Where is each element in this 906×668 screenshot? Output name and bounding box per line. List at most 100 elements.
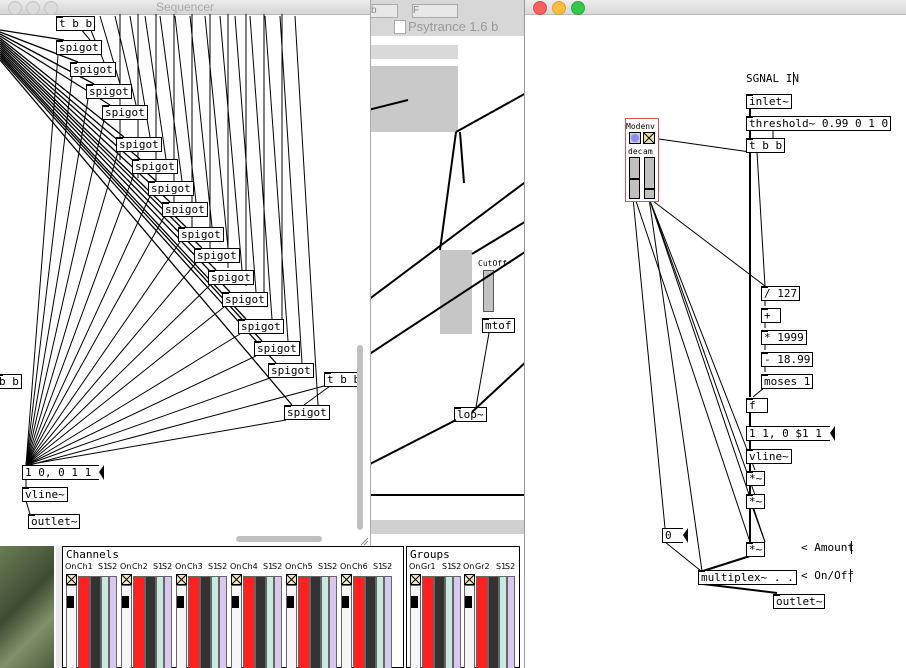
channel-fader[interactable] [341, 585, 352, 668]
sequencer-outlet[interactable]: outlet~ [28, 514, 81, 529]
channel-fader[interactable] [145, 576, 156, 668]
f-object[interactable]: f [746, 398, 768, 413]
channel-fader[interactable] [243, 576, 255, 668]
channel-fader[interactable] [219, 576, 227, 668]
vline-object[interactable]: vline~ [746, 449, 792, 464]
close-button[interactable] [8, 1, 22, 15]
sequencer-hscrollbar[interactable] [236, 536, 322, 542]
fader-handle[interactable] [465, 596, 472, 608]
channel-fader[interactable] [422, 576, 434, 668]
channel-fader[interactable] [453, 576, 461, 668]
channel-fader[interactable] [329, 576, 337, 668]
fader-handle[interactable] [342, 596, 349, 608]
spigot-object[interactable]: spigot [56, 40, 102, 55]
channel-fader[interactable] [310, 576, 321, 668]
tbb-object[interactable]: t b b [746, 138, 786, 153]
mul-signal-object-1[interactable]: *~ [746, 471, 766, 486]
resize-grip-icon[interactable] [359, 536, 369, 546]
spigot-object[interactable]: spigot [132, 159, 178, 174]
channel-fader[interactable] [434, 576, 445, 668]
maximize-button[interactable] [44, 1, 58, 15]
spigot-object[interactable]: spigot [162, 202, 208, 217]
spigot-object[interactable]: spigot [238, 319, 284, 334]
moses-object[interactable]: moses 1 [761, 374, 814, 389]
line-message[interactable]: 1 1, 0 $1 1 [746, 426, 835, 441]
channel-fader[interactable] [121, 585, 132, 668]
threshold-object[interactable]: threshold~ 0.99 0 1 0 [746, 116, 892, 131]
channel-fader[interactable] [188, 576, 200, 668]
spigot-object[interactable]: spigot [284, 405, 330, 420]
channel-on-toggle[interactable] [121, 574, 132, 585]
channel-fader[interactable] [109, 576, 117, 668]
dec-slider[interactable] [629, 157, 640, 199]
channel-fader[interactable] [445, 576, 453, 668]
number-box[interactable]: 0 [662, 528, 688, 543]
channel-fader[interactable] [488, 576, 499, 668]
spigot-object[interactable]: spigot [86, 84, 132, 99]
fader-handle[interactable] [67, 596, 74, 608]
sequencer-vline[interactable]: vline~ [22, 487, 68, 502]
mul-signal-object-3[interactable]: *~ [746, 542, 766, 557]
channel-fader[interactable] [255, 576, 266, 668]
fader-handle[interactable] [177, 596, 184, 608]
multiplex-object[interactable]: multiplex~ . . [698, 570, 797, 585]
tbb-object-right[interactable]: t b b [324, 372, 364, 387]
channel-on-toggle[interactable] [176, 574, 187, 585]
tab-f[interactable]: F [412, 4, 458, 18]
channel-on-toggle[interactable] [464, 574, 475, 585]
minus-1899-object[interactable]: - 18.99 [761, 352, 814, 367]
channel-on-toggle[interactable] [410, 574, 421, 585]
channel-on-toggle[interactable] [286, 574, 297, 585]
spigot-object[interactable]: spigot [178, 227, 224, 242]
fader-handle[interactable] [411, 596, 418, 608]
channel-fader[interactable] [353, 576, 365, 668]
channel-on-toggle[interactable] [231, 574, 242, 585]
cutoff-slider[interactable] [483, 270, 494, 312]
close-button[interactable] [533, 1, 547, 15]
modenv-outlet[interactable]: outlet~ [773, 594, 826, 609]
channel-fader[interactable] [476, 576, 488, 668]
minimize-button[interactable] [26, 1, 40, 15]
channel-fader[interactable] [66, 585, 77, 668]
inlet-object[interactable]: inlet~ [746, 94, 792, 109]
sequencer-message[interactable]: 1 0, 0 1 1 [22, 465, 105, 480]
plus-object[interactable]: + [761, 308, 781, 323]
channel-fader[interactable] [211, 576, 219, 668]
fader-handle[interactable] [122, 596, 129, 608]
spigot-object[interactable]: spigot [268, 363, 314, 378]
lop-object[interactable]: lop~ [454, 407, 487, 422]
tbb-object-top[interactable]: t b b [56, 16, 96, 31]
channel-fader[interactable] [164, 576, 172, 668]
channel-fader[interactable] [410, 585, 421, 668]
minimize-button[interactable] [552, 1, 566, 15]
toggle-checkbox[interactable] [643, 132, 655, 144]
channel-on-toggle[interactable] [66, 574, 77, 585]
fader-handle[interactable] [232, 596, 239, 608]
spigot-object[interactable]: spigot [148, 181, 194, 196]
spigot-object[interactable]: spigot [194, 248, 240, 263]
spigot-object[interactable]: spigot [254, 341, 300, 356]
channel-fader[interactable] [384, 576, 392, 668]
fader-handle[interactable] [287, 596, 294, 608]
channel-fader[interactable] [464, 585, 475, 668]
channel-fader[interactable] [101, 576, 109, 668]
channel-fader[interactable] [231, 585, 242, 668]
channel-fader[interactable] [274, 576, 282, 668]
spigot-object[interactable]: spigot [102, 105, 148, 120]
tbb-object-left[interactable]: b b [0, 374, 22, 389]
channel-on-toggle[interactable] [341, 574, 352, 585]
am-slider[interactable] [644, 157, 655, 199]
channel-fader[interactable] [156, 576, 164, 668]
channel-fader[interactable] [376, 576, 384, 668]
spigot-object[interactable]: spigot [116, 137, 162, 152]
channel-fader[interactable] [78, 576, 90, 668]
psytrance-scrollbar[interactable] [368, 520, 528, 534]
channel-fader[interactable] [298, 576, 310, 668]
spigot-object[interactable]: spigot [70, 62, 116, 77]
channel-fader[interactable] [499, 576, 507, 668]
channel-fader[interactable] [286, 585, 297, 668]
spigot-object[interactable]: spigot [222, 292, 268, 307]
bang-button[interactable] [629, 132, 641, 144]
spigot-object[interactable]: spigot [208, 270, 254, 285]
sequencer-vscrollbar[interactable] [357, 345, 363, 530]
